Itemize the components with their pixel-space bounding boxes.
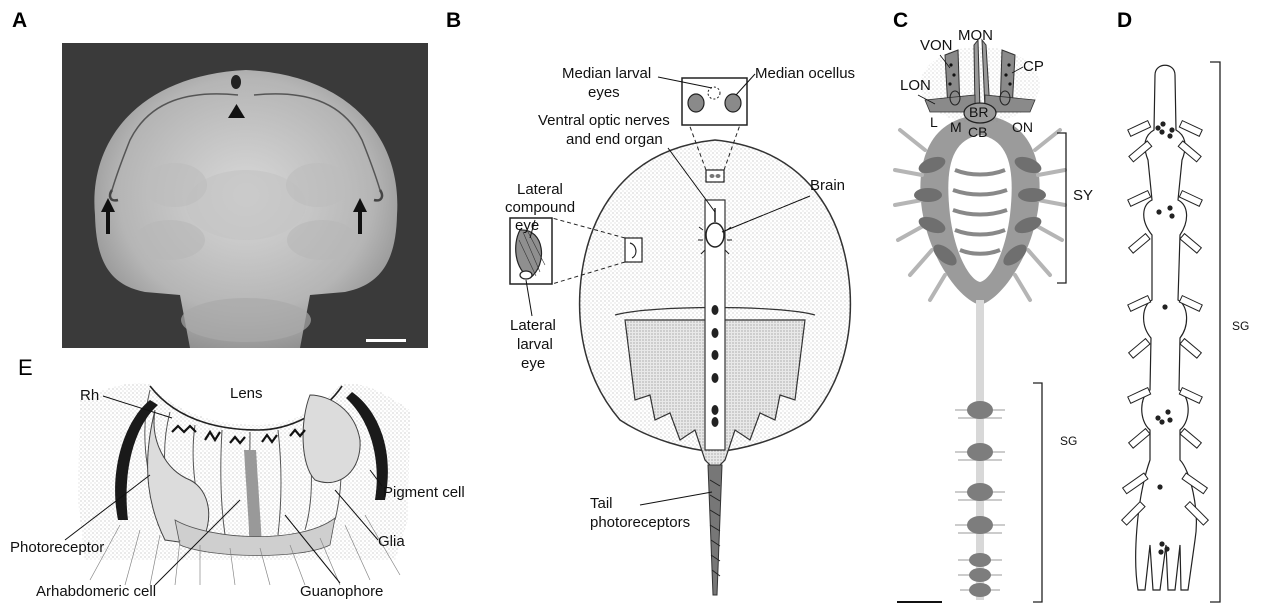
photoreceptor-dot (952, 73, 955, 76)
larva-opisthosoma (181, 298, 311, 342)
label-tail-2: photoreceptors (590, 514, 690, 531)
larva-limb-bud (287, 220, 357, 260)
ganglion-dot (712, 350, 719, 360)
panel-label-d: D (1117, 9, 1132, 32)
bracket-sy (1057, 133, 1066, 283)
panel-c: C (893, 9, 1093, 603)
label-sg-c: SG (1060, 434, 1077, 448)
photoreceptor-dot (949, 63, 952, 66)
median-ocellus-shape (725, 94, 741, 112)
photoreceptor-dot (948, 82, 951, 85)
label-ventral-optic-2: and end organ (566, 131, 663, 148)
larva-limb-bud (143, 163, 207, 207)
panel-a: A (12, 9, 428, 348)
ganglion-dot (712, 417, 719, 427)
label-photoreceptor: Photoreceptor (10, 539, 104, 556)
scale-bar (897, 601, 942, 603)
label-brain: Brain (810, 177, 845, 194)
panel-b: B (446, 9, 855, 595)
photoreceptor-dot (1008, 82, 1011, 85)
ganglion-dot (712, 373, 719, 383)
label-guanophore: Guanophore (300, 583, 383, 600)
label-lon: LON (900, 77, 931, 94)
larva-limb-bud (286, 163, 350, 207)
label-arhabdomeric: Arhabdomeric cell (36, 583, 156, 600)
label-cb: CB (968, 124, 987, 140)
label-br: BR (969, 104, 988, 120)
panel-label-b: B (446, 9, 461, 32)
label-rh: Rh (80, 387, 99, 404)
label-von: VON (920, 37, 953, 54)
label-tail-1: Tail (590, 495, 613, 512)
label-median-ocellus: Median ocellus (755, 65, 855, 82)
label-glia: Glia (378, 533, 405, 550)
panel-label-e: E (18, 355, 33, 380)
label-lateral-compound-3: eye (515, 217, 539, 234)
panel-label-a: A (12, 9, 27, 32)
bracket-sg (1033, 383, 1042, 602)
ganglion-dot (712, 405, 719, 415)
label-ventral-optic-1: Ventral optic nerves (538, 112, 670, 129)
label-lateral-compound-1: Lateral (517, 181, 563, 198)
median-eye-locator-dot (710, 174, 715, 178)
ganglion-dot (712, 305, 719, 315)
label-lens: Lens (230, 385, 263, 402)
label-sy: SY (1073, 187, 1093, 204)
median-eye-spot (231, 75, 241, 89)
photoreceptor-dot (1004, 73, 1007, 76)
label-mon: MON (958, 27, 993, 44)
scale-bar (366, 339, 406, 342)
label-sg-d: SG (1232, 319, 1249, 333)
photoreceptor-dot (1007, 63, 1010, 66)
label-lateral-larval-2: larval (517, 336, 553, 353)
lateral-eye-locator (625, 238, 642, 262)
label-lateral-larval-3: eye (521, 355, 545, 372)
label-cp: CP (1023, 58, 1044, 75)
larva-limb-bud (135, 220, 205, 260)
ganglion-dot (712, 328, 719, 338)
label-on: ON (1012, 119, 1033, 135)
label-lateral-larval-1: Lateral (510, 317, 556, 334)
median-eye-locator (706, 170, 724, 182)
brain-ring (706, 223, 724, 247)
leader-tail (640, 492, 712, 505)
label-pigment-cell: Pigment cell (383, 484, 465, 501)
bracket-sg-d (1210, 62, 1220, 602)
panel-label-c: C (893, 9, 908, 32)
median-ocellus-shape (688, 94, 704, 112)
lateral-larval-eye-shape (520, 271, 532, 279)
panel-d: D (1117, 9, 1249, 602)
label-l: L (930, 114, 938, 130)
median-eye-locator-dot (716, 174, 721, 178)
label-m: M (950, 119, 962, 135)
label-median-larval-eyes-1: Median larval (562, 65, 651, 82)
label-median-larval-eyes-2: eyes (588, 84, 620, 101)
leader-lateral-larval (526, 280, 532, 316)
label-lateral-compound-2: compound (505, 199, 575, 216)
panel-e: E Lens Rh Pigment cell Photoreceptor Gli… (10, 355, 465, 600)
